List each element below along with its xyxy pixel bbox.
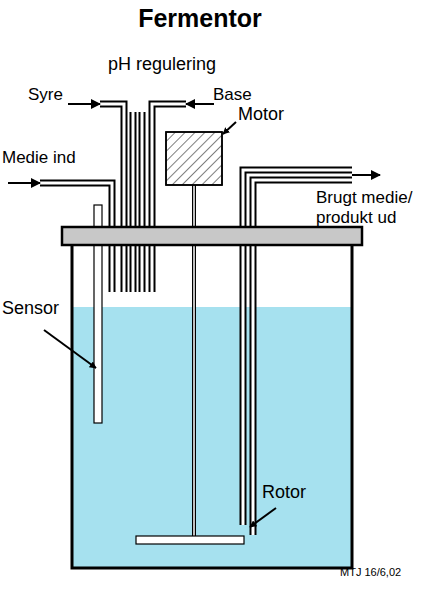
- acid-arrow: [68, 103, 100, 105]
- author-note: MTJ 16/6,02: [340, 566, 401, 579]
- title: Fermentor: [0, 4, 400, 33]
- leader-line: [250, 508, 276, 527]
- part-label: Sensor: [2, 298, 59, 319]
- inlet-label: Medie ind: [2, 148, 76, 168]
- leader-line: [44, 330, 96, 368]
- outflow-arrow: [352, 174, 380, 176]
- vessel-wall: [72, 245, 352, 568]
- outlet-label: Brugt medie/ produkt ud: [316, 188, 430, 227]
- motor-housing: [166, 132, 222, 185]
- part-label: Motor: [238, 104, 284, 125]
- leader-line: [223, 122, 236, 134]
- part-label: Rotor: [262, 482, 306, 503]
- inlet-label: Base: [213, 85, 252, 105]
- inlet-label: Syre: [28, 85, 63, 105]
- rotor-blade: [136, 536, 244, 544]
- group-label: pH regulering: [108, 54, 216, 75]
- inflow-arrow: [8, 182, 40, 184]
- base-arrow: [186, 103, 214, 105]
- lid: [62, 227, 362, 245]
- motor-hatching: [166, 132, 222, 185]
- liquid: [72, 307, 352, 568]
